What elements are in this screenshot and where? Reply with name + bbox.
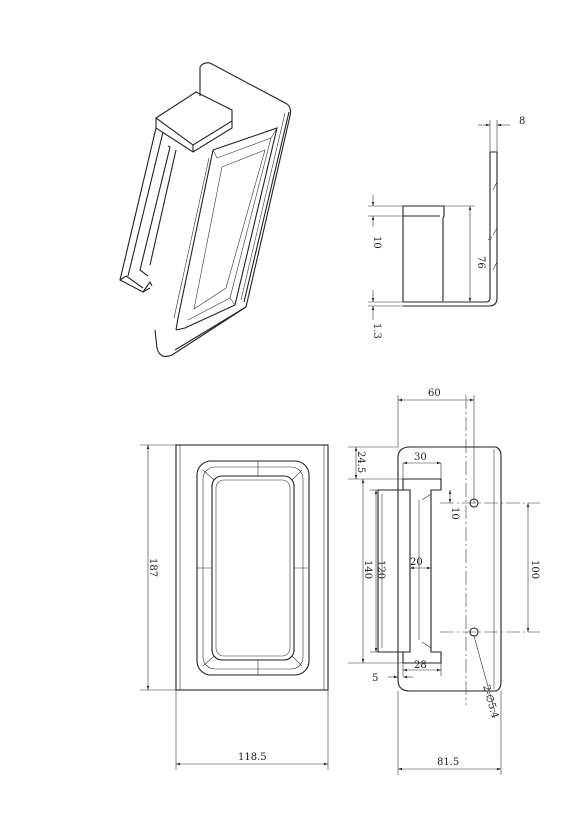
dim-140: 140: [362, 560, 373, 579]
front-view: [140, 444, 329, 770]
isometric-view: [119, 62, 292, 357]
dim-81-5: 81.5: [437, 757, 459, 768]
dim-76: 76: [475, 256, 486, 269]
side-view: [348, 395, 540, 775]
dim-100: 100: [529, 560, 540, 579]
dim-30: 30: [414, 452, 427, 463]
dim-24-5: 24.5: [355, 451, 366, 473]
dim-60: 60: [428, 388, 441, 399]
dim-187: 187: [147, 558, 158, 577]
dim-10: 10: [371, 236, 382, 249]
profile-view: [368, 120, 510, 320]
dim-120: 120: [375, 560, 386, 579]
dim-10-side: 10: [449, 507, 460, 520]
dim-8: 8: [519, 116, 525, 127]
dim-5: 5: [372, 673, 378, 684]
dim-28: 28: [414, 660, 427, 671]
dim-holes: 2-∅5.4: [480, 684, 500, 720]
dim-118-5: 118.5: [238, 752, 267, 763]
dim-20: 20: [410, 557, 423, 568]
dim-1-3: 1.3: [371, 323, 382, 339]
